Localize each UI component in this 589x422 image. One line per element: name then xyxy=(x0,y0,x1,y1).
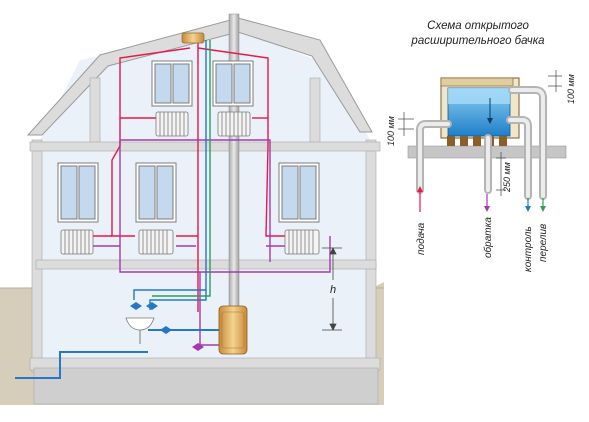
window-floor1-left xyxy=(57,162,99,223)
overflow-pipe xyxy=(152,40,211,297)
inset-dim-drop-label: 250 мм xyxy=(502,162,512,193)
window-attic-left xyxy=(151,60,193,107)
height-label: h xyxy=(330,284,336,296)
label-overflow: перелив xyxy=(538,224,549,262)
radiator-floor1-right xyxy=(284,229,320,255)
inset-dim-right-label: 100 мм xyxy=(566,74,576,104)
radiator-floor1-left xyxy=(60,229,94,255)
inset-title-line1: Схема открытого xyxy=(427,20,529,32)
height-dimension xyxy=(322,247,342,331)
window-floor1-right xyxy=(278,162,320,223)
radiators xyxy=(60,111,320,255)
windows xyxy=(57,60,320,223)
inset-pipes xyxy=(416,86,547,200)
sink xyxy=(125,317,155,344)
inset-dimensions xyxy=(398,70,562,196)
inset-dim-left-label: 100 мм xyxy=(386,116,396,146)
window-floor1-mid xyxy=(135,162,177,223)
radiator-attic-left xyxy=(155,111,189,137)
window-attic-right xyxy=(212,60,254,107)
inset-arrows xyxy=(417,186,546,212)
label-return: обратка xyxy=(482,217,494,258)
inset-title-line2: расширительного бачка xyxy=(410,35,544,47)
attic-expansion-tank xyxy=(181,32,205,44)
radiator-floor1-mid xyxy=(138,229,174,255)
valves xyxy=(130,302,204,351)
chimney xyxy=(228,13,240,311)
inset-tank xyxy=(440,77,520,146)
house xyxy=(26,17,381,405)
label-control: контроль xyxy=(523,226,534,272)
label-supply: подача xyxy=(416,222,427,255)
boiler xyxy=(218,305,248,355)
radiator-attic-right xyxy=(217,111,251,137)
